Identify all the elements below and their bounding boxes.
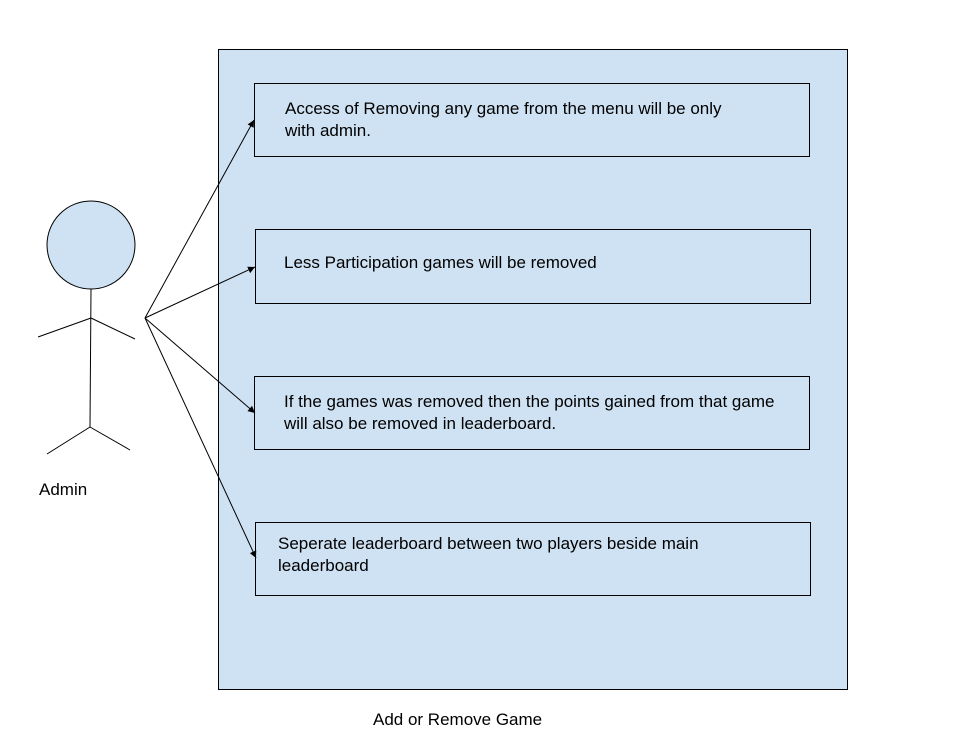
actor-head: [46, 200, 136, 290]
arrow-to-use-case-2: [144, 266, 256, 319]
use-case-label: Access of Removing any game from the men…: [285, 99, 722, 140]
system-label: Add or Remove Game: [373, 710, 543, 729]
use-case-label: Less Participation games will be removed: [284, 253, 597, 272]
actor-body: [89, 288, 92, 428]
actor-left-arm: [37, 317, 92, 338]
arrow-to-use-case-1: [144, 119, 255, 319]
actor-label: Admin: [39, 480, 88, 499]
use-case-label: Seperate leaderboard between two players…: [278, 534, 699, 575]
stick-figure-actor[interactable]: [37, 200, 136, 455]
actor-left-leg: [46, 426, 91, 455]
use-case-remove-access[interactable]: Access of Removing any game from the men…: [254, 83, 810, 157]
association-arrows: [144, 119, 257, 559]
actor-right-leg: [89, 426, 131, 451]
arrow-to-use-case-4: [144, 317, 257, 559]
use-case-separate-leaderboard[interactable]: Seperate leaderboard between two players…: [255, 522, 811, 596]
use-case-remove-low-participation[interactable]: Less Participation games will be removed: [255, 229, 811, 304]
use-case-label: If the games was removed then the points…: [284, 392, 775, 433]
arrow-to-use-case-3: [144, 317, 256, 414]
use-case-remove-points[interactable]: If the games was removed then the points…: [254, 376, 810, 450]
actor-right-arm: [90, 317, 136, 340]
